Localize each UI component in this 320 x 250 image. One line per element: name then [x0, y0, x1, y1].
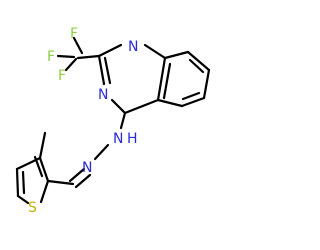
bond-thio-c3-methyl: [38, 131, 47, 160]
bond-c4a-c8a: [156, 56, 167, 102]
bond-thio-c2-c3: [38, 156, 50, 183]
bond-n-ch-double-b: [74, 173, 92, 189]
bond-c2-n3-double: [103, 56, 112, 85]
atom-n-imine: N: [82, 160, 92, 176]
bond-n-ch-double-a: [68, 167, 86, 183]
bond-thio-c5-s: [16, 194, 30, 205]
bond-thio-c3-c4: [15, 156, 42, 171]
bond-nh-n: [93, 143, 110, 161]
bond-thio-s-c2: [39, 179, 50, 204]
bond-c4-c4a: [123, 98, 160, 115]
bond-c6-c5: [180, 96, 206, 108]
bond-c2-n3: [97, 54, 106, 86]
bond-c-f3: [64, 57, 78, 72]
atom-nh-h: H: [127, 131, 138, 147]
bond-n1-c8a: [143, 43, 167, 60]
bond-cf3-c2: [76, 54, 101, 60]
atom-n3: N: [98, 87, 108, 103]
bond-c7-c6: [202, 68, 211, 100]
atom-s: S: [28, 200, 37, 216]
bond-thio-c4-c5: [15, 167, 20, 198]
bond-c8-c7-double: [188, 58, 205, 74]
bond-c2-n1: [97, 43, 123, 58]
atom-f3: F: [58, 68, 66, 84]
bonds: [15, 36, 211, 205]
bond-c-f2: [56, 54, 76, 59]
bond-thio-c4-c5-double: [21, 170, 26, 195]
bond-c8a-c4a-double: [162, 62, 172, 100]
atom-n1: N: [128, 39, 138, 55]
atom-f1: F: [70, 26, 78, 42]
atom-f2: F: [47, 49, 55, 65]
molecule-structure: F F F N N N H N S: [15, 26, 211, 216]
bond-ch-c2thio: [46, 179, 75, 186]
bond-c8-c7: [186, 50, 211, 72]
atom-nh-n: N: [113, 131, 123, 147]
bond-n3-c4: [110, 98, 127, 115]
bond-c5-c4a: [156, 98, 184, 108]
atom-labels: F F F N N N H N S: [28, 26, 138, 216]
bond-c8a-c8: [163, 50, 190, 60]
bond-c6-c5-double: [181, 91, 201, 101]
bond-c4-nh: [119, 111, 127, 130]
bond-c-f1: [72, 36, 84, 55]
